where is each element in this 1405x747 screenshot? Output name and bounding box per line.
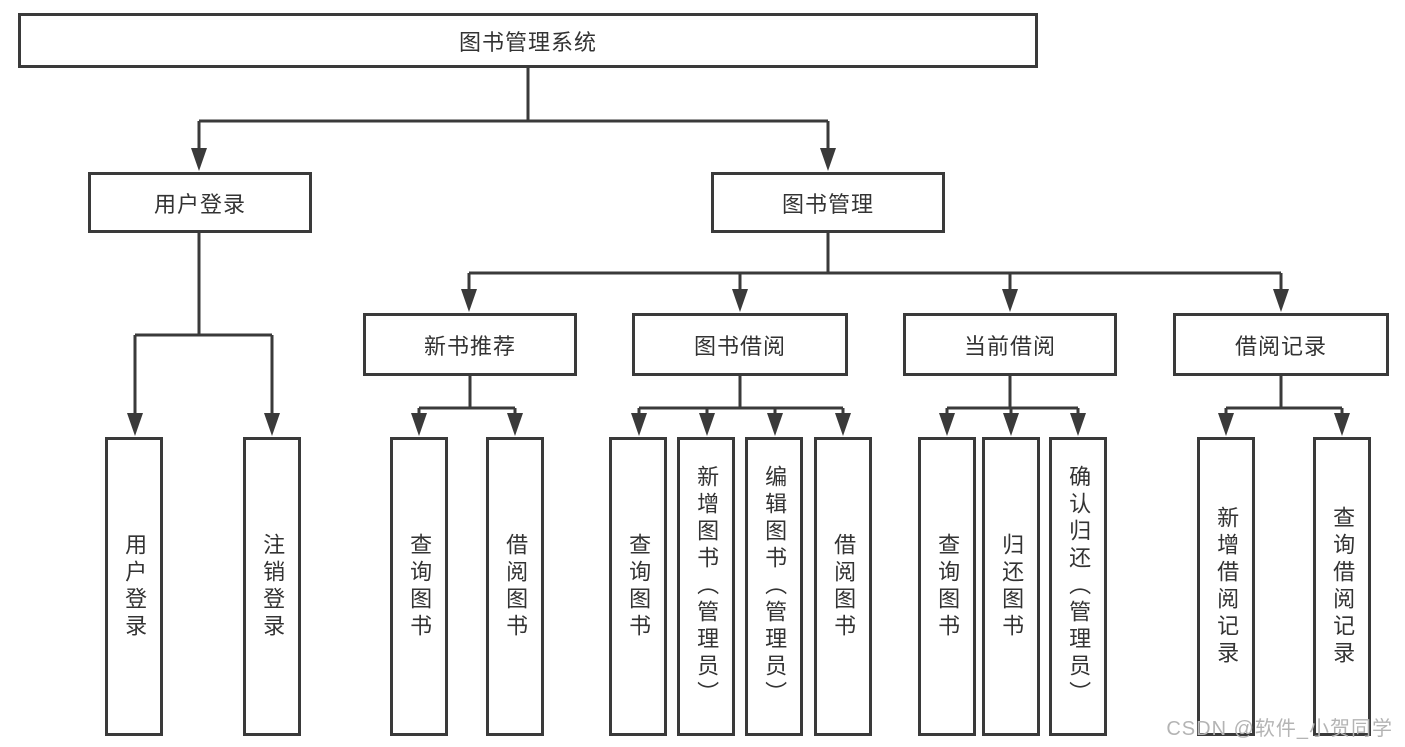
arrow-icon	[127, 413, 143, 436]
arrow-icon	[1334, 413, 1350, 436]
node-leaf-user-login: 用户登录	[105, 437, 163, 736]
arrow-icon	[1002, 289, 1018, 312]
leaf-label: 查询图书	[407, 532, 433, 641]
node-leaf-borrow-books: 借阅图书	[486, 437, 544, 736]
leaf-label: 查询借阅记录	[1330, 505, 1356, 668]
arrow-icon	[699, 413, 715, 436]
leaf-label: 查询图书	[935, 532, 961, 641]
leaf-label: 归还图书	[999, 532, 1025, 641]
leaf-label: 注销登录	[260, 532, 286, 641]
arrow-icon	[507, 413, 523, 436]
node-new-book-recommend: 新书推荐	[363, 313, 577, 376]
node-book-borrowing: 图书借阅	[632, 313, 848, 376]
leaf-label: 新增图书（管理员）	[694, 465, 720, 708]
node-current-borrowing: 当前借阅	[903, 313, 1117, 376]
node-book-management: 图书管理	[711, 172, 945, 233]
arrow-icon	[820, 148, 836, 171]
arrow-icon	[411, 413, 427, 436]
node-leaf-query-books: 查询图书	[390, 437, 448, 736]
arrow-icon	[1070, 413, 1086, 436]
node-leaf-logout: 注销登录	[243, 437, 301, 736]
node-user-login: 用户登录	[88, 172, 312, 233]
arrow-icon	[939, 413, 955, 436]
arrow-icon	[264, 413, 280, 436]
node-leaf-query-books: 查询图书	[609, 437, 667, 736]
node-leaf-query-books: 查询图书	[918, 437, 976, 736]
leaf-label: 借阅图书	[503, 532, 529, 641]
node-leaf-borrow-books: 借阅图书	[814, 437, 872, 736]
arrow-icon	[732, 289, 748, 312]
leaf-label: 确认归还（管理员）	[1066, 465, 1092, 708]
arrow-icon	[1003, 413, 1019, 436]
arrow-icon	[767, 413, 783, 436]
node-leaf-query-borrow-record: 查询借阅记录	[1313, 437, 1371, 736]
leaf-label: 查询图书	[626, 532, 652, 641]
node-leaf-add-books-admin: 新增图书（管理员）	[677, 437, 735, 736]
node-leaf-confirm-return-admin: 确认归还（管理员）	[1049, 437, 1107, 736]
connector-paths	[133, 68, 1344, 415]
arrow-icon	[1218, 413, 1234, 436]
node-root-system: 图书管理系统	[18, 13, 1038, 68]
node-leaf-return-books: 归还图书	[982, 437, 1040, 736]
csdn-watermark: CSDN @软件_小贺同学	[1166, 718, 1393, 740]
leaf-label: 用户登录	[122, 532, 148, 641]
leaf-label: 借阅图书	[831, 532, 857, 641]
leaf-label: 编辑图书（管理员）	[762, 465, 788, 708]
leaf-label: 新增借阅记录	[1214, 505, 1240, 668]
node-borrowing-records: 借阅记录	[1173, 313, 1389, 376]
arrow-icon	[191, 148, 207, 171]
node-leaf-add-borrow-record: 新增借阅记录	[1197, 437, 1255, 736]
arrow-icon	[461, 289, 477, 312]
node-leaf-edit-books-admin: 编辑图书（管理员）	[745, 437, 803, 736]
arrow-icon	[835, 413, 851, 436]
arrow-icon	[631, 413, 647, 436]
arrow-icon	[1273, 289, 1289, 312]
